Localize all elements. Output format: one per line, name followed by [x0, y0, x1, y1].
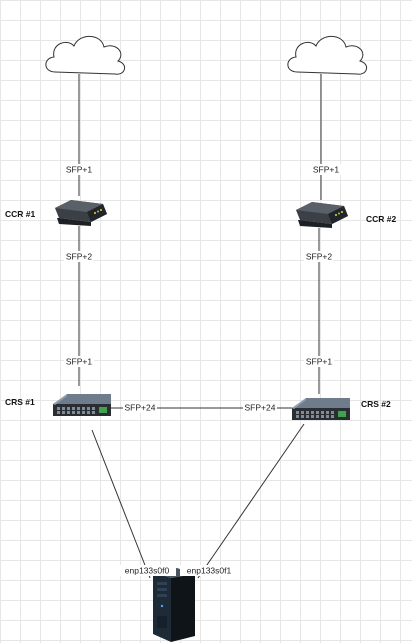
cloud-icon	[287, 35, 368, 75]
router-icon	[55, 200, 107, 226]
device-label-ccr1: CCR #1	[5, 209, 36, 219]
link-crs1-server	[91, 429, 151, 579]
port-label-ccr2-top: SFP+1	[311, 164, 341, 175]
link-crs2-server	[197, 423, 305, 579]
svg-text:enp133s0f1: enp133s0f1	[187, 566, 232, 576]
cloud-icon	[45, 35, 126, 75]
svg-text:enp133s0f0: enp133s0f0	[125, 566, 170, 576]
device-label-crs1: CRS #1	[5, 397, 35, 407]
router-icon	[296, 202, 348, 228]
port-label-ccr1-top: SFP+1	[64, 164, 94, 175]
switch-icon	[292, 398, 350, 420]
port-label-server-right: enp133s0f1	[180, 565, 238, 576]
svg-text:SFP+1: SFP+1	[66, 357, 92, 367]
svg-text:SFP+2: SFP+2	[66, 252, 92, 262]
device-label-ccr2: CCR #2	[366, 214, 397, 224]
port-label-crs2-top: SFP+1	[304, 356, 334, 367]
switch-icon	[53, 394, 111, 416]
port-label-crs1-side: SFP+24	[123, 402, 157, 413]
svg-text:SFP+24: SFP+24	[125, 403, 156, 413]
port-label-crs1-top: SFP+1	[64, 356, 94, 367]
server-icon	[153, 568, 195, 642]
connections	[78, 74, 322, 579]
svg-text:SFP+1: SFP+1	[306, 357, 332, 367]
port-label-server-left: enp133s0f0	[118, 565, 176, 576]
svg-text:SFP+2: SFP+2	[306, 252, 332, 262]
port-label-ccr1-bottom: SFP+2	[64, 251, 94, 262]
svg-text:SFP+1: SFP+1	[313, 165, 339, 175]
svg-text:SFP+1: SFP+1	[66, 165, 92, 175]
device-label-crs2: CRS #2	[361, 399, 391, 409]
port-label-ccr2-bottom: SFP+2	[304, 251, 334, 262]
port-label-crs2-side: SFP+24	[243, 402, 277, 413]
svg-text:SFP+24: SFP+24	[245, 403, 276, 413]
